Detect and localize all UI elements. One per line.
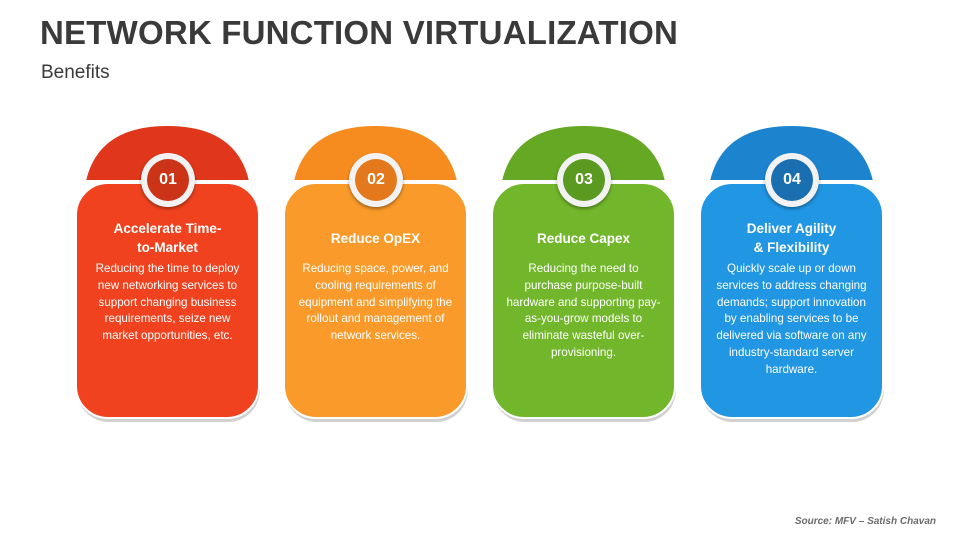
badge-number: 03 xyxy=(563,159,605,201)
card-title: Deliver Agility & Flexibility xyxy=(746,221,837,255)
card-description: Reducing the need to purchase purpose-bu… xyxy=(506,262,661,359)
source-credit: Source: MFV – Satish Chavan xyxy=(794,516,936,527)
badge-number: 01 xyxy=(147,159,189,201)
card-description: Reducing space, power, and cooling requi… xyxy=(298,262,453,343)
number-badge: 04 xyxy=(765,153,819,207)
benefit-card-1: 01 Accelerate Time- to-Market Reducing t… xyxy=(75,123,260,422)
card-shape xyxy=(699,123,884,422)
page-subtitle: Benefits xyxy=(41,62,110,83)
card-description: Reducing the time to deploy new networki… xyxy=(95,262,240,343)
page-title: NETWORK FUNCTION VIRTUALIZATION xyxy=(40,14,679,51)
number-badge: 01 xyxy=(141,153,195,207)
benefit-card-4: 04 Deliver Agility & Flexibility Quickly… xyxy=(699,123,884,422)
number-badge: 03 xyxy=(557,153,611,207)
benefit-card-2: 02 Reduce OpEX Reducing space, power, an… xyxy=(283,123,468,422)
card-shape xyxy=(491,123,676,422)
card-title: Accelerate Time- to-Market xyxy=(113,221,222,255)
card-title: Reduce OpEX xyxy=(330,230,421,246)
badge-number: 02 xyxy=(355,159,397,201)
card-title: Reduce Capex xyxy=(536,230,631,246)
badge-number: 04 xyxy=(771,159,813,201)
card-shape xyxy=(75,123,260,422)
number-badge: 02 xyxy=(349,153,403,207)
benefit-card-3: 03 Reduce Capex Reducing the need to pur… xyxy=(491,123,676,422)
card-description: Quickly scale up or down services to add… xyxy=(716,262,867,376)
card-shape xyxy=(283,123,468,422)
